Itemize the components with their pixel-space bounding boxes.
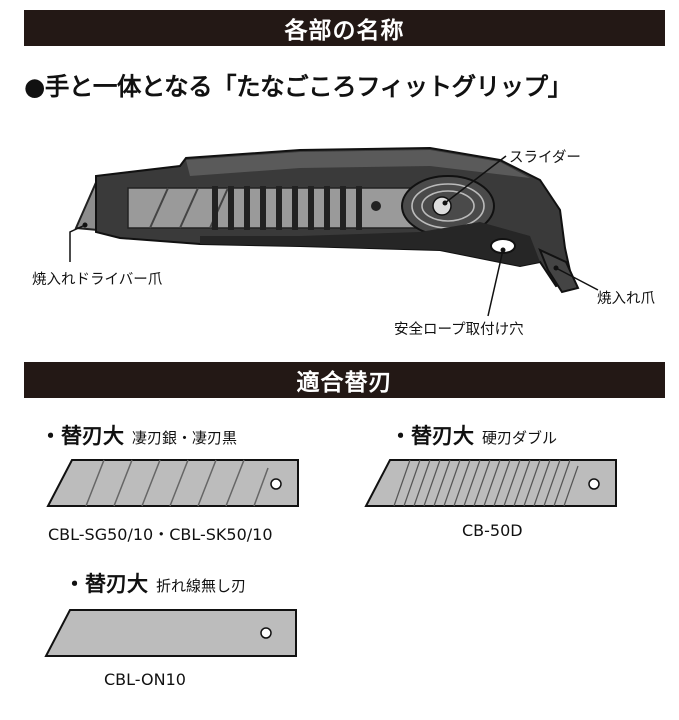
- blade-2-code: CB-50D: [462, 521, 523, 540]
- blade-1-code: CBL-SG50/10・CBL-SK50/10: [48, 525, 273, 544]
- label-rope-hole: 安全ロープ取付け穴: [394, 322, 524, 338]
- blade-3-subtitle: 折れ線無し刃: [156, 577, 247, 595]
- feature-headline: ●手と一体となる「たなごころフィットグリップ」: [24, 72, 572, 101]
- blade-1-title: ・替刃大凄刃銀・凄刃黒: [40, 420, 237, 450]
- blade-3-illustration: [44, 609, 297, 657]
- blade-1-subtitle: 凄刃銀・凄刃黒: [132, 429, 238, 447]
- cutter-knife-illustration: [69, 146, 599, 317]
- blade-3-code: CBL-ON10: [104, 670, 186, 689]
- label-slider: スライダー: [509, 150, 581, 166]
- blade-2-title: ・替刃大硬刃ダブル: [390, 420, 557, 450]
- section-title-parts: 各部の名称: [24, 10, 665, 46]
- blade-1-name: ・替刃大: [40, 424, 124, 448]
- label-driver-claw: 焼入れドライバー爪: [32, 272, 163, 288]
- blade-2-subtitle: 硬刃ダブル: [482, 429, 558, 447]
- blade-2-illustration: [364, 459, 617, 507]
- blade-2-name: ・替刃大: [390, 424, 474, 448]
- blade-3-title: ・替刃大折れ線無し刃: [64, 568, 246, 598]
- label-hardened-claw: 焼入れ爪: [597, 291, 655, 307]
- section-title-blades: 適合替刃: [24, 362, 665, 398]
- hardened-claw: [538, 248, 580, 294]
- blade-channel: [127, 187, 419, 229]
- blade-1-illustration: [46, 459, 299, 507]
- blade-3-name: ・替刃大: [64, 572, 148, 596]
